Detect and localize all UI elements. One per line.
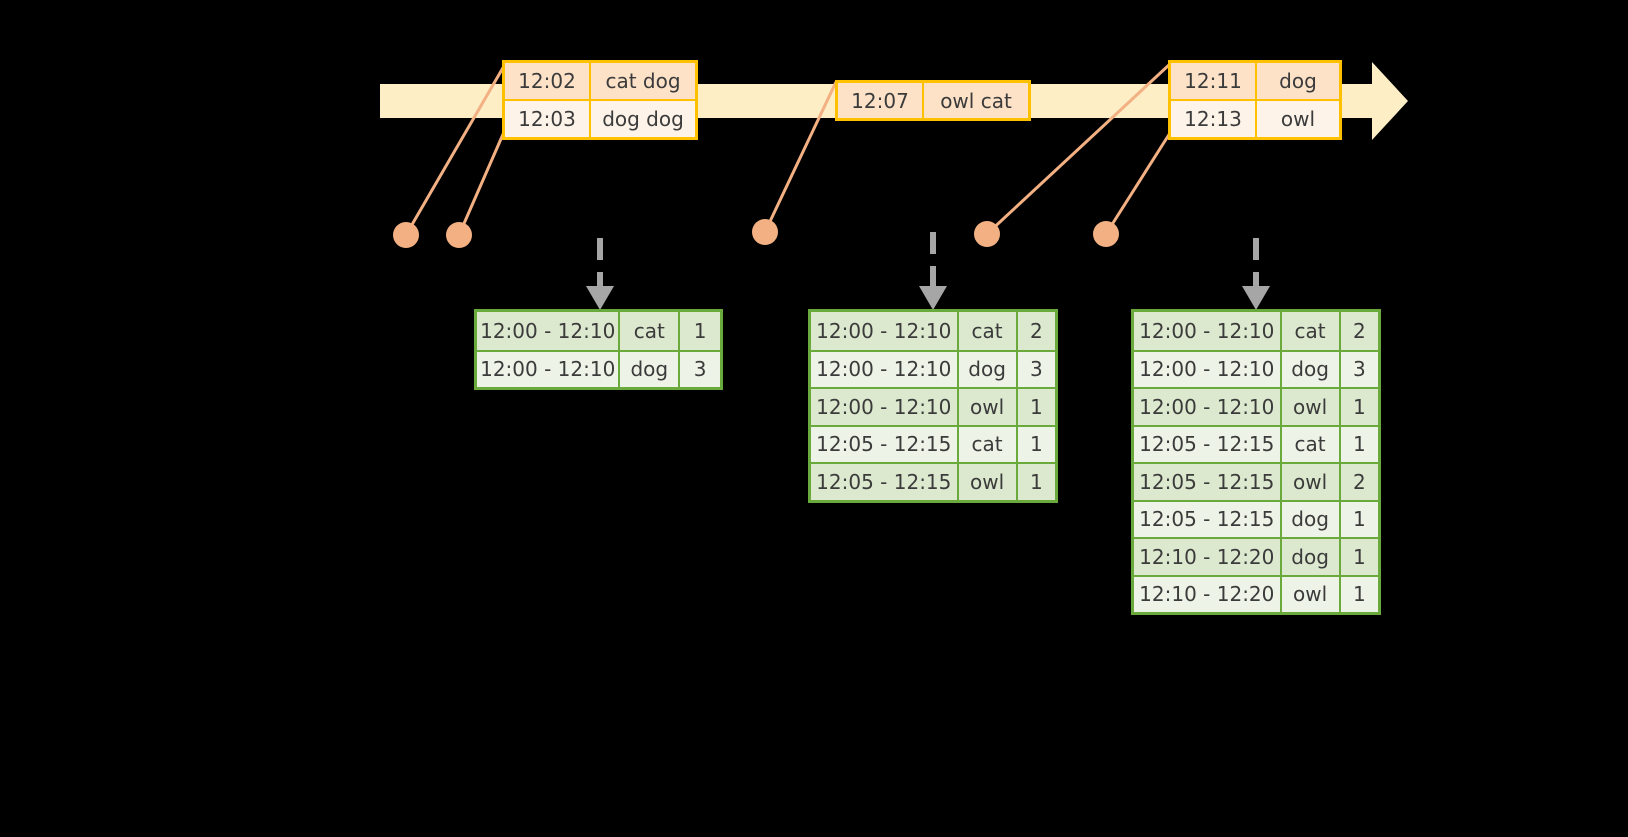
word-cell: dog bbox=[1282, 539, 1341, 575]
count-cell: 3 bbox=[1029, 357, 1043, 382]
trigger-arrowheads bbox=[586, 286, 1270, 310]
word-cell: cat bbox=[1282, 426, 1341, 462]
window-cell: 12:00 - 12:10 bbox=[1134, 351, 1282, 387]
connector-line-5 bbox=[1104, 132, 1172, 235]
word-cell: owl bbox=[1282, 576, 1341, 612]
event-row: 12:11 dog bbox=[1171, 63, 1339, 99]
word-cell: cat bbox=[1282, 312, 1341, 350]
window-cell: 12:05 - 12:15 bbox=[1134, 464, 1282, 500]
count-cell: 1 bbox=[1352, 582, 1366, 607]
event-time: 12:13 bbox=[1171, 101, 1257, 137]
connector-dot-5 bbox=[1093, 221, 1119, 247]
window-cell: 12:05 - 12:15 bbox=[811, 464, 959, 500]
count-cell: 3 bbox=[693, 357, 707, 382]
window-cell: 12:05 - 12:15 bbox=[1134, 501, 1282, 537]
count-cell: 2 bbox=[1029, 318, 1043, 343]
window-cell: 12:00 - 12:10 bbox=[811, 312, 959, 350]
count-cell: 1 bbox=[1029, 432, 1043, 457]
trigger-arrowhead-3 bbox=[1242, 286, 1270, 310]
window-cell: 12:10 - 12:20 bbox=[1134, 539, 1282, 575]
event-words: owl bbox=[1280, 107, 1316, 131]
connector-dot-3 bbox=[752, 219, 778, 245]
connector-dot-2 bbox=[446, 222, 472, 248]
connector-line-3 bbox=[763, 81, 838, 233]
word-cell: cat bbox=[620, 312, 681, 350]
word-cell: owl bbox=[1282, 464, 1341, 500]
event-time: 12:02 bbox=[505, 63, 591, 99]
connector-line-2 bbox=[457, 131, 506, 236]
count-cell: 1 bbox=[1352, 544, 1366, 569]
event-box-2[interactable]: 12:07 owl cat bbox=[835, 80, 1031, 121]
event-box-3[interactable]: 12:11 dog 12:13 owl bbox=[1168, 60, 1342, 140]
count-cell: 1 bbox=[1352, 394, 1366, 419]
word-cell: dog bbox=[1282, 501, 1341, 537]
trigger-arrowhead-2 bbox=[919, 286, 947, 310]
count-cell: 1 bbox=[1029, 469, 1043, 494]
event-time: 12:03 bbox=[505, 101, 591, 137]
event-row: 12:13 owl bbox=[1171, 99, 1339, 137]
window-cell: 12:05 - 12:15 bbox=[811, 426, 959, 462]
word-cell: dog bbox=[959, 351, 1018, 387]
event-row: 12:07 owl cat bbox=[838, 83, 1028, 118]
window-cell: 12:00 - 12:10 bbox=[811, 389, 959, 425]
event-box-1[interactable]: 12:02 cat dog 12:03 dog dog bbox=[502, 60, 698, 140]
event-row: 12:03 dog dog bbox=[505, 99, 695, 137]
count-cell: 1 bbox=[1352, 432, 1366, 457]
word-cell: cat bbox=[959, 426, 1018, 462]
trigger-arrowhead-1 bbox=[586, 286, 614, 310]
event-time: 12:07 bbox=[838, 83, 924, 118]
count-cell: 2 bbox=[1352, 469, 1366, 494]
connector-dot-1 bbox=[393, 222, 419, 248]
count-cell: 1 bbox=[1352, 507, 1366, 532]
window-cell: 12:00 - 12:10 bbox=[811, 351, 959, 387]
word-cell: dog bbox=[620, 351, 681, 387]
word-cell: dog bbox=[1282, 351, 1341, 387]
trigger-arrows bbox=[597, 232, 1259, 288]
window-cell: 12:10 - 12:20 bbox=[1134, 576, 1282, 612]
window-cell: 12:00 - 12:10 bbox=[1134, 389, 1282, 425]
event-words: dog bbox=[1279, 69, 1317, 93]
window-cell: 12:05 - 12:15 bbox=[1134, 426, 1282, 462]
connector-dot-4 bbox=[974, 221, 1000, 247]
count-cell: 3 bbox=[1352, 357, 1366, 382]
event-time: 12:11 bbox=[1171, 63, 1257, 99]
word-cell: owl bbox=[959, 389, 1018, 425]
event-words: owl cat bbox=[940, 88, 1012, 113]
window-cell: 12:00 - 12:10 bbox=[1134, 312, 1282, 350]
word-cell: owl bbox=[959, 464, 1018, 500]
connector-line-1 bbox=[404, 65, 506, 236]
count-cell: 2 bbox=[1352, 318, 1366, 343]
connector-dots bbox=[393, 219, 1119, 248]
count-cell: 1 bbox=[1029, 394, 1043, 419]
window-cell: 12:00 - 12:10 bbox=[477, 351, 621, 387]
count-cell: 1 bbox=[693, 318, 707, 343]
event-row: 12:02 cat dog bbox=[505, 63, 695, 99]
word-cell: cat bbox=[959, 312, 1018, 350]
event-words: cat dog bbox=[605, 69, 681, 93]
event-words: dog dog bbox=[602, 107, 684, 131]
window-cell: 12:00 - 12:10 bbox=[477, 312, 621, 350]
word-cell: owl bbox=[1282, 389, 1341, 425]
